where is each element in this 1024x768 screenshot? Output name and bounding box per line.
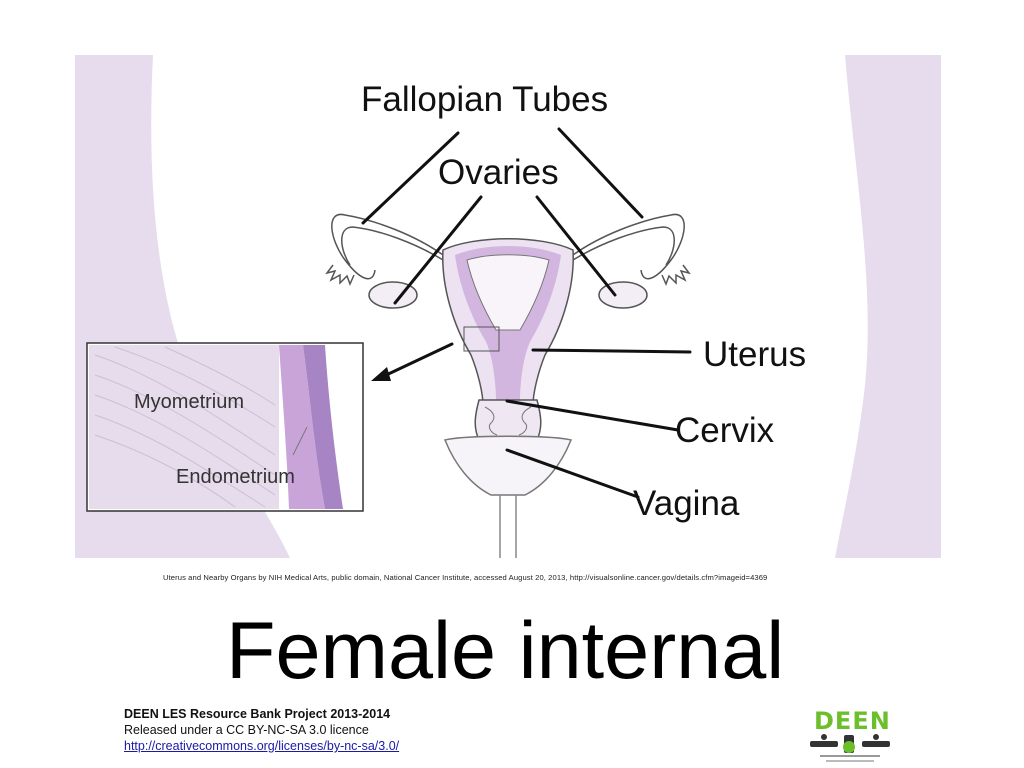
label-uterus: Uterus: [703, 335, 806, 375]
project-name: DEEN LES Resource Bank Project 2013-2014: [124, 706, 399, 722]
licence-link[interactable]: http://creativecommons.org/licenses/by-n…: [124, 738, 399, 754]
deen-logo: DEEN: [806, 705, 896, 765]
label-ovaries: Ovaries: [438, 153, 559, 193]
licence-text: Released under a CC BY-NC-SA 3.0 licence: [124, 722, 399, 738]
label-vagina: Vagina: [633, 484, 739, 524]
footer-credit: DEEN LES Resource Bank Project 2013-2014…: [124, 706, 399, 754]
label-fallopian-tubes: Fallopian Tubes: [361, 80, 608, 120]
image-caption: Uterus and Nearby Organs by NIH Medical …: [163, 573, 767, 582]
label-cervix: Cervix: [675, 411, 774, 451]
slide-title: Female internal: [226, 606, 784, 696]
deen-logo-text: DEEN: [814, 707, 891, 735]
label-myometrium: Myometrium: [134, 391, 244, 414]
label-endometrium: Endometrium: [176, 466, 295, 489]
